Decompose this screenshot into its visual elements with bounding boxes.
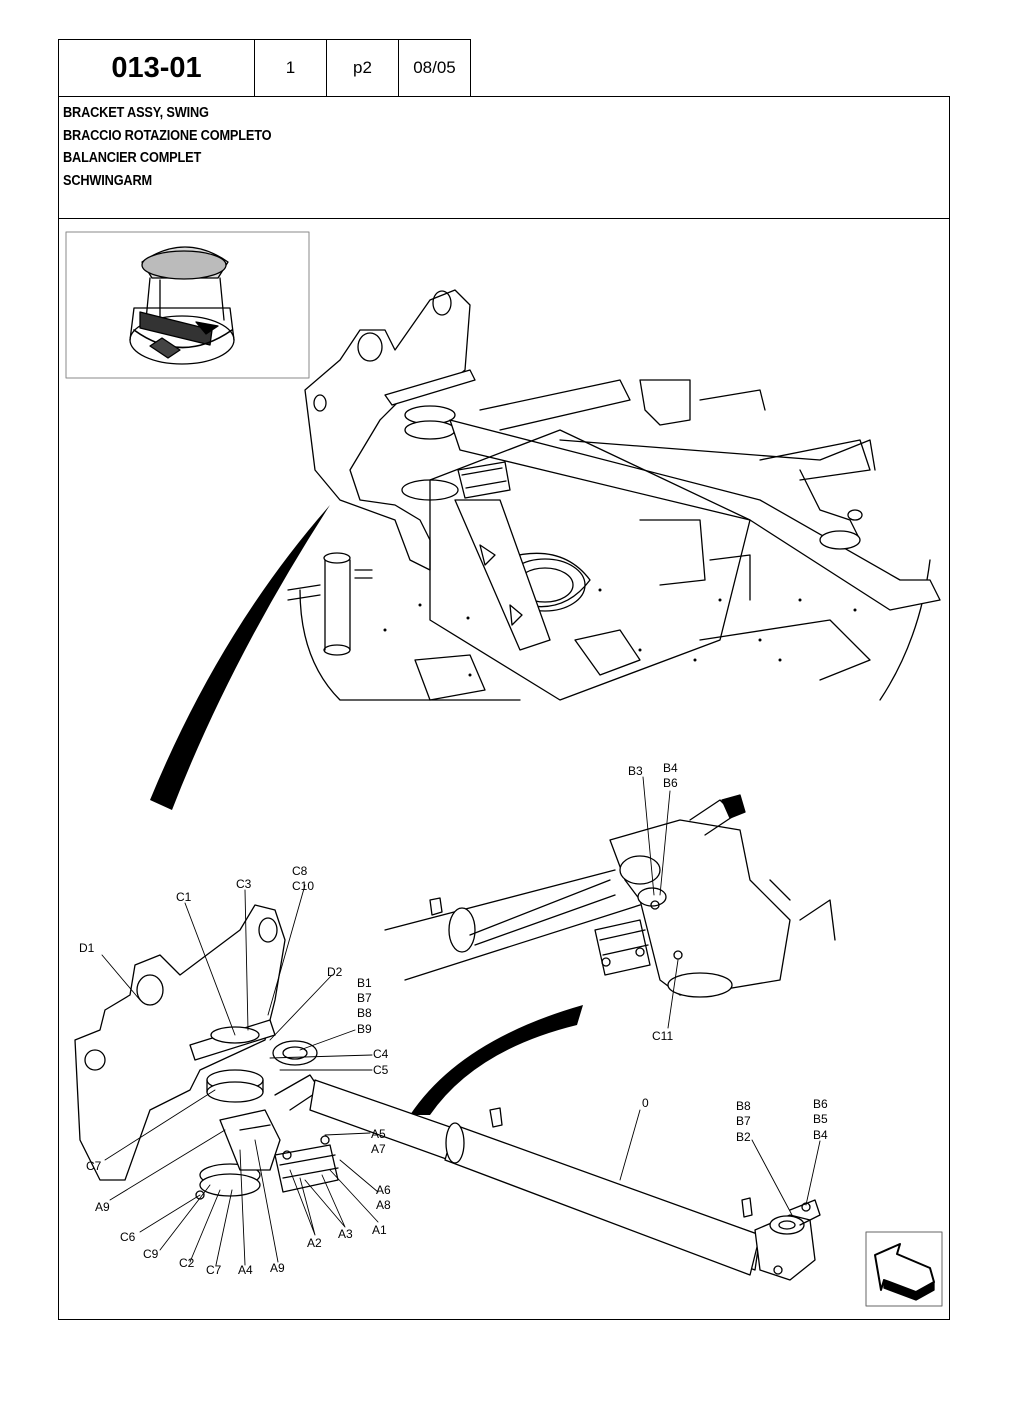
callout-b7: B7 (357, 991, 372, 1005)
callout-c5: C5 (373, 1063, 389, 1077)
callout-c4: C4 (373, 1047, 389, 1061)
title-box: BRACKET ASSY, SWING BRACCIO ROTAZIONE CO… (58, 96, 950, 219)
callout-b4-right: B4 (813, 1128, 828, 1142)
callout-c11: C11 (652, 1029, 673, 1043)
title-it: BRACCIO ROTAZIONE COMPLETO (63, 127, 272, 144)
drawing-area (58, 218, 950, 1320)
callout-b4: B4 (663, 761, 678, 775)
callout-c9: C9 (143, 1247, 159, 1261)
swing-bracket-detail (74, 904, 821, 1281)
callout-b9: B9 (357, 1022, 372, 1036)
callout-c7-bottom: C7 (206, 1263, 222, 1277)
zoom-leader-arrow (150, 505, 330, 810)
callout-a7: A7 (371, 1142, 386, 1156)
callout-a9-bottom: A9 (270, 1261, 285, 1275)
callout-c7-left: C7 (86, 1159, 102, 1173)
callout-a6: A6 (376, 1183, 391, 1197)
cylinder-pivot-detail (384, 794, 836, 998)
cylinder-leader-arrow (410, 1005, 583, 1115)
callout-a8: A8 (376, 1198, 391, 1212)
callout-c6: C6 (120, 1230, 136, 1244)
callout-b7-right: B7 (736, 1114, 751, 1128)
next-page-arrow-icon[interactable] (865, 1231, 943, 1307)
callout-a5: A5 (371, 1127, 386, 1141)
upper-frame-drawing (287, 289, 941, 701)
callout-b6: B6 (663, 776, 678, 790)
callout-a3: A3 (338, 1227, 353, 1241)
callout-c10: C10 (292, 879, 314, 893)
callout-b2: B2 (736, 1130, 751, 1144)
machine-overview-thumbnail (65, 231, 310, 379)
callout-b6-right: B6 (813, 1097, 828, 1111)
title-fr: BALANCIER COMPLET (63, 150, 202, 166)
callout-a9-left: A9 (95, 1200, 110, 1214)
callout-b8: B8 (357, 1006, 372, 1020)
callout-0: 0 (642, 1096, 649, 1110)
callout-d2: D2 (327, 965, 343, 979)
callout-c1: C1 (176, 890, 192, 904)
callout-d1: D1 (79, 941, 95, 955)
title-de: SCHWINGARM (63, 172, 152, 189)
callout-a2: A2 (307, 1236, 322, 1250)
callout-b3: B3 (628, 764, 643, 778)
callout-c8: C8 (292, 864, 308, 878)
callout-b5: B5 (813, 1112, 828, 1126)
callout-leaders (101, 776, 821, 1266)
callout-labels: B3 B4 B6 C8 C10 C3 C1 D1 D2 B1 B7 B8 B9 … (79, 761, 828, 1277)
callout-b1: B1 (357, 976, 372, 990)
title-en: BRACKET ASSY, SWING (63, 105, 209, 121)
callout-a1: A1 (372, 1223, 387, 1237)
callout-b8-right: B8 (736, 1099, 751, 1113)
callout-a4: A4 (238, 1263, 253, 1277)
callout-c3: C3 (236, 877, 252, 891)
callout-c2: C2 (179, 1256, 195, 1270)
